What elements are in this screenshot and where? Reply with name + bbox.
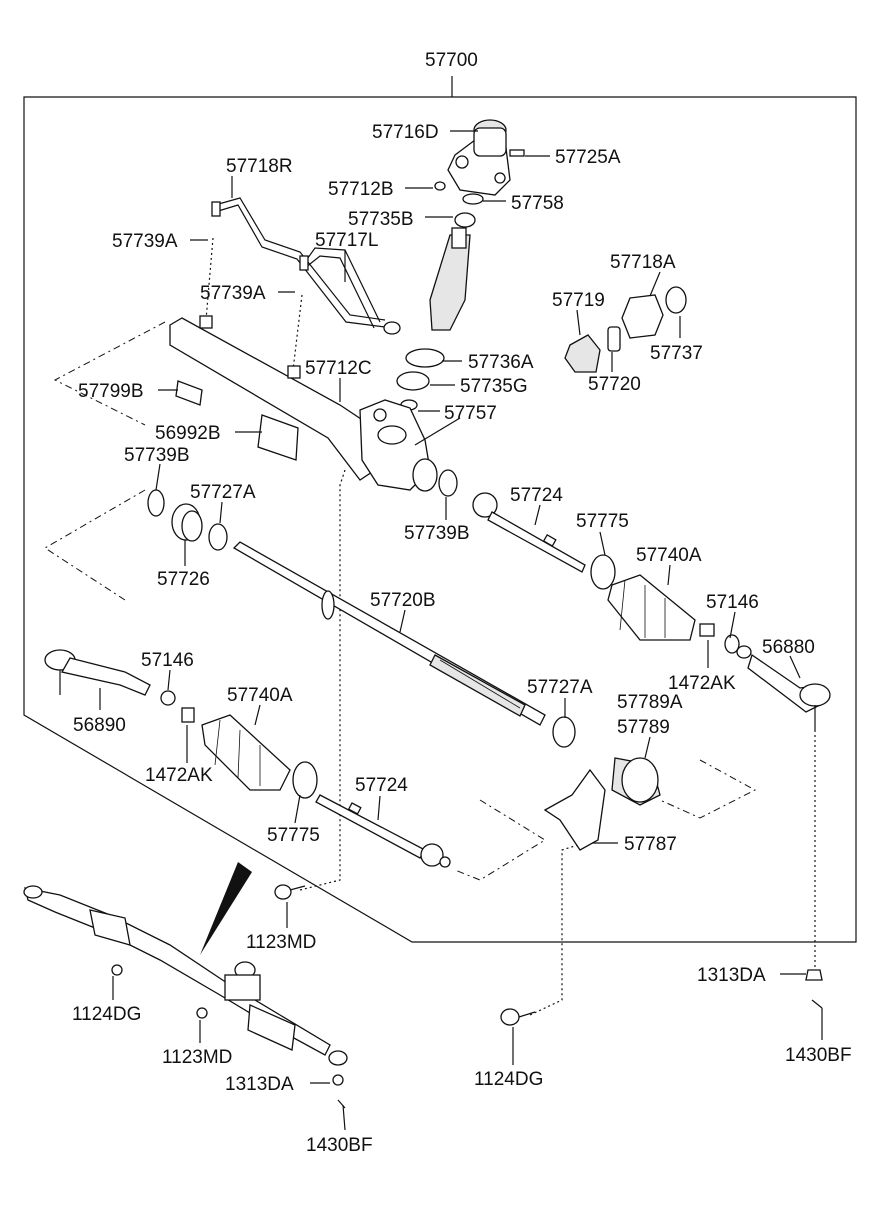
label-57724-2: 57724 [355, 775, 408, 796]
label-57718R: 57718R [226, 156, 293, 177]
label-57700: 57700 [425, 50, 478, 71]
tie-rod-end-left [44, 649, 195, 723]
part-labels: 57700 57716D 57725A 57718R 57712B 57758 … [72, 50, 852, 1156]
fasteners [274, 884, 823, 1026]
inner-tie-rod-right [472, 492, 616, 590]
label-57739A: 57739A [112, 231, 178, 252]
label-57739A-2: 57739A [200, 283, 266, 304]
label-57789A: 57789A [617, 692, 683, 713]
label-57739B: 57739B [124, 445, 190, 466]
rack-shaft [232, 541, 546, 726]
label-57740A-2: 57740A [227, 685, 293, 706]
label-57717L: 57717L [315, 230, 378, 251]
label-1472AK-2: 1472AK [145, 765, 213, 786]
label-57799B: 57799B [78, 381, 144, 402]
rack-housing [169, 315, 458, 497]
label-57789: 57789 [617, 717, 670, 738]
label-57758: 57758 [511, 193, 564, 214]
label-1123MD: 1123MD [246, 932, 316, 953]
label-57757: 57757 [444, 403, 497, 424]
label-57735B: 57735B [348, 209, 414, 230]
label-57718A: 57718A [610, 252, 676, 273]
indicator-arrow [200, 862, 252, 955]
label-1472AK: 1472AK [668, 673, 736, 694]
label-57775: 57775 [576, 511, 629, 532]
label-57724: 57724 [510, 485, 563, 506]
leader-lines [99, 130, 823, 1131]
label-57726: 57726 [157, 569, 210, 590]
label-57719: 57719 [552, 290, 605, 311]
tie-rod-end-right [747, 653, 831, 730]
label-56880: 56880 [762, 637, 815, 658]
label-plates [175, 380, 299, 461]
label-1430BF: 1430BF [785, 1045, 852, 1066]
valve-housing [396, 119, 525, 411]
label-1124DG-2: 1124DG [474, 1069, 543, 1090]
guide-lines [44, 237, 816, 1016]
valve-parts-right [564, 286, 687, 373]
label-57146-2: 57146 [141, 650, 194, 671]
label-57146: 57146 [706, 592, 759, 613]
label-1313DA: 1313DA [697, 965, 766, 986]
assembled-gear-thumbnail [23, 885, 348, 1109]
label-56890: 56890 [73, 715, 126, 736]
label-57787: 57787 [624, 834, 677, 855]
label-1124DG: 1124DG [72, 1004, 141, 1025]
label-57736A: 57736A [468, 352, 534, 373]
label-57737: 57737 [650, 343, 703, 364]
label-1430BF-2: 1430BF [306, 1135, 373, 1156]
label-1313DA-2: 1313DA [225, 1074, 294, 1095]
label-57716D: 57716D [372, 122, 439, 143]
label-57740A: 57740A [636, 545, 702, 566]
label-57735G: 57735G [460, 376, 528, 397]
label-57727A: 57727A [190, 482, 256, 503]
label-57720B: 57720B [370, 590, 436, 611]
clamp-bushing [543, 757, 661, 851]
label-57739B-2: 57739B [404, 523, 470, 544]
boot-right [607, 574, 752, 659]
label-57712B: 57712B [328, 179, 394, 200]
label-57720: 57720 [588, 374, 641, 395]
label-1123MD-2: 1123MD [162, 1047, 232, 1068]
label-57727A-2: 57727A [527, 677, 593, 698]
label-57775-2: 57775 [267, 825, 320, 846]
label-57725A: 57725A [555, 147, 621, 168]
assembly-frame [23, 76, 857, 943]
label-57712C: 57712C [305, 358, 372, 379]
inner-tie-rod-left [315, 794, 451, 868]
left-seals [147, 489, 576, 748]
pressure-tubes [211, 197, 401, 335]
label-56992B: 56992B [155, 423, 221, 444]
boot-left [201, 714, 318, 799]
